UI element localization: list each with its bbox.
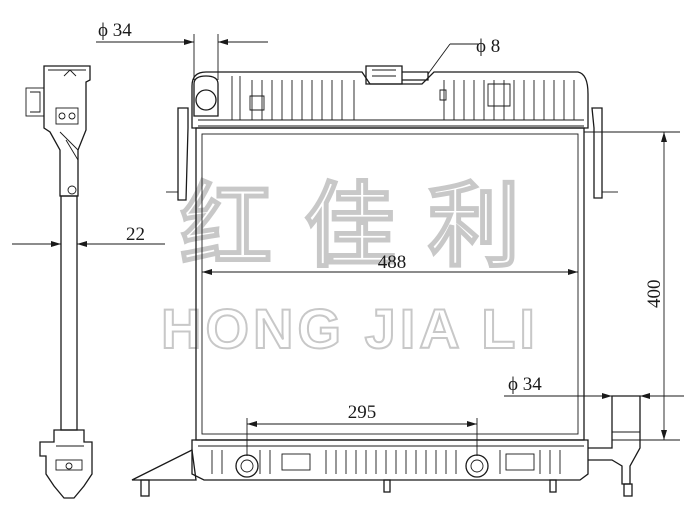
dim-core-height-label: 400 xyxy=(644,280,665,309)
dim-top-pipe: ϕ 34 xyxy=(96,20,268,80)
side-view xyxy=(25,65,93,499)
dim-bottom-pipe: ϕ 34 xyxy=(504,374,684,399)
dim-core-width: 488 xyxy=(202,252,578,275)
top-tank-ribs xyxy=(231,76,575,120)
dim-side-width-label: 22 xyxy=(126,224,145,245)
dim-mount-spacing-label: 295 xyxy=(348,402,377,423)
watermark: 红 佳 利 HONG JIA LI xyxy=(160,172,539,361)
front-view xyxy=(131,65,641,497)
watermark-chinese: 红 佳 利 xyxy=(180,173,520,280)
watermark-latin: HONG JIA LI xyxy=(161,297,539,360)
dim-bottom-pipe-label: ϕ 34 xyxy=(508,374,542,395)
dim-side-width: 22 xyxy=(12,224,165,247)
bottom-tank-ribs xyxy=(211,450,561,474)
dim-cap-label: ϕ 8 xyxy=(476,36,500,57)
dim-core-width-label: 488 xyxy=(378,252,407,273)
dim-cap: ϕ 8 xyxy=(427,36,500,75)
dim-mount-spacing: 295 xyxy=(246,402,478,456)
dim-top-pipe-label: ϕ 34 xyxy=(98,20,132,41)
dim-core-height: 400 xyxy=(584,131,680,441)
